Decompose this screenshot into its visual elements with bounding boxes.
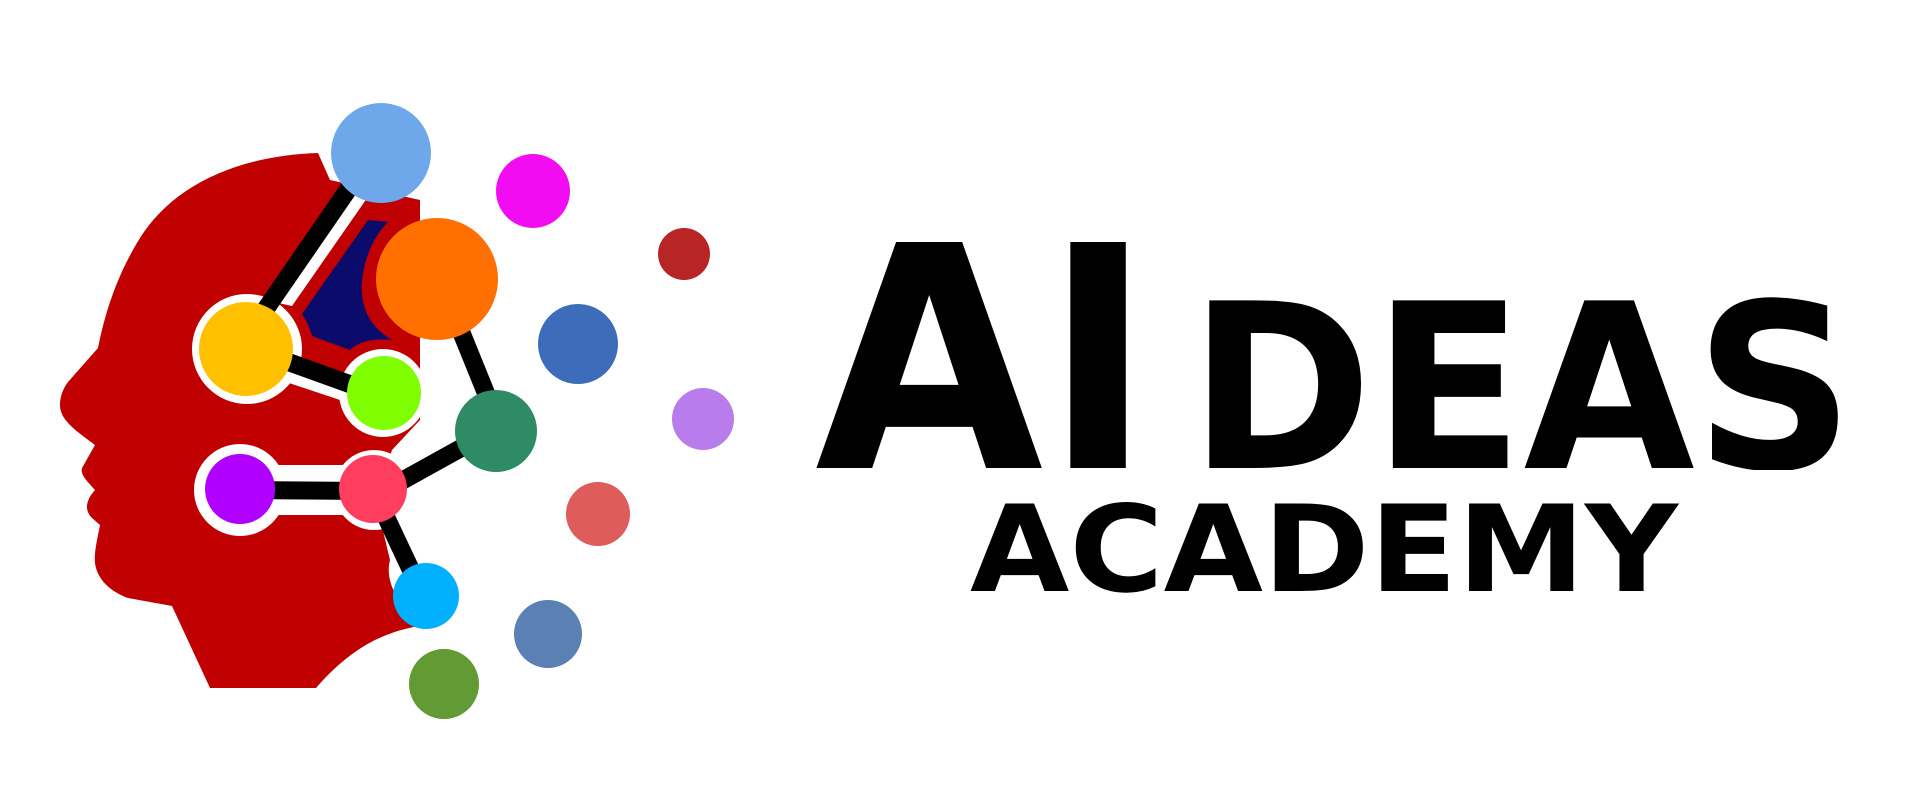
brand-title: AI DEAS (815, 181, 1855, 542)
node-olive-green (409, 649, 479, 719)
node-orange (376, 218, 498, 340)
title-ai: AI (815, 240, 1153, 470)
navy-triangle-shape (302, 220, 392, 350)
node-teal (455, 390, 537, 472)
node-coral (566, 482, 630, 546)
node-lime (347, 356, 421, 430)
node-magenta (496, 154, 570, 228)
brand-title-svg: AI DEAS (815, 181, 1854, 542)
node-sky-blue (393, 563, 459, 629)
node-light-blue (331, 103, 431, 203)
ai-head-network-logo (60, 103, 734, 719)
node-purple (205, 454, 275, 524)
node-lavender (672, 388, 734, 450)
node-pink-red (339, 455, 407, 523)
node-dark-red (658, 228, 710, 280)
title-ideas: DEAS (1189, 256, 1854, 470)
subtitle-academy: ACADEMY (970, 498, 1680, 593)
node-steel-blue (538, 304, 618, 384)
node-slate-blue (514, 600, 582, 668)
node-yellow (199, 302, 293, 396)
brand-subtitle-svg: ACADEMY (970, 498, 1680, 593)
